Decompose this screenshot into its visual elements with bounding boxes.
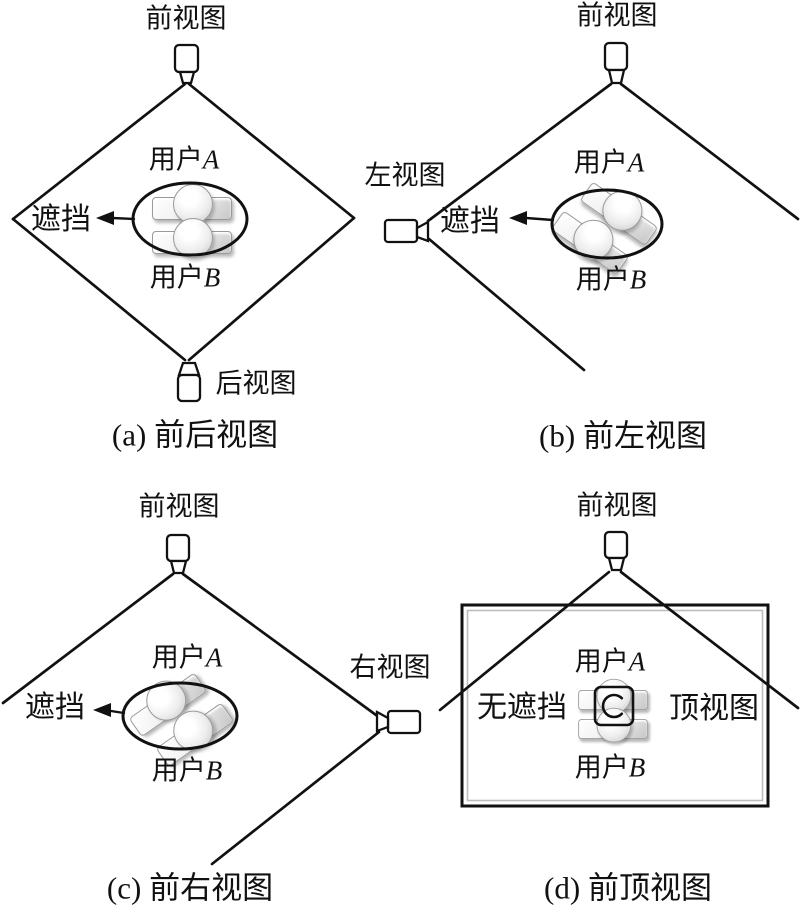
rear-camera-icon (176, 361, 202, 403)
panel-a-user-a-label: 用户A (148, 144, 220, 175)
panel-c-occlusion-label: 遮挡 (25, 691, 85, 724)
panel-a-front-view-label: 前视图 (145, 3, 227, 34)
panel-b-occlusion-label: 遮挡 (440, 205, 500, 238)
panel-d-top-view-label: 顶视图 (669, 692, 759, 725)
panel-a-occlusion-label: 遮挡 (31, 203, 91, 236)
head-shape (596, 707, 632, 743)
panel-b-caption: (b) 前左视图 (539, 418, 707, 454)
front-camera-icon (173, 43, 200, 85)
panel-a-rear-view-label: 后视图 (215, 368, 297, 399)
panel-b-user-a-label: 用户A (573, 147, 645, 178)
panel-a-user-b-label: 用户B (149, 262, 221, 293)
fov-line (619, 82, 800, 221)
front-camera-icon (603, 41, 629, 85)
head-shape (173, 218, 213, 258)
user-b-figure (578, 707, 648, 745)
panel-b-left-view-label: 左视图 (364, 160, 446, 191)
panel-b-user-b-label: 用户B (575, 264, 647, 295)
panel-a-caption: (a) 前后视图 (111, 417, 279, 453)
panel-b-front-view-label: 前视图 (576, 0, 658, 31)
panel-c-user-b-label: 用户B (151, 755, 223, 786)
panel-d-user-a-label: 用户A (574, 646, 646, 677)
panel-c-caption: (c) 前右视图 (106, 870, 274, 906)
panel-d-no-occlusion-label: 无遮挡 (477, 691, 567, 724)
panel-c-front-view-label: 前视图 (138, 491, 220, 522)
panel-d-user-b-label: 用户B (574, 752, 646, 783)
occlusion-arrow (93, 703, 126, 717)
user-b-figure (152, 218, 232, 260)
left-camera-icon (383, 218, 430, 244)
panel-c-right-view-label: 右视图 (349, 652, 431, 683)
fov-line (1, 572, 175, 705)
panel-d-front-view-label: 前视图 (576, 490, 658, 521)
panel-d-caption: (d) 前顶视图 (544, 870, 712, 906)
fov-line (210, 730, 381, 866)
front-camera-icon (165, 533, 191, 575)
front-camera-icon (603, 530, 629, 572)
fov-line (427, 237, 586, 372)
occlusion-arrow (509, 211, 555, 225)
occlusion-arrow (96, 211, 136, 225)
right-camera-icon (375, 709, 422, 735)
panel-c-user-a-label: 用户A (151, 642, 223, 673)
